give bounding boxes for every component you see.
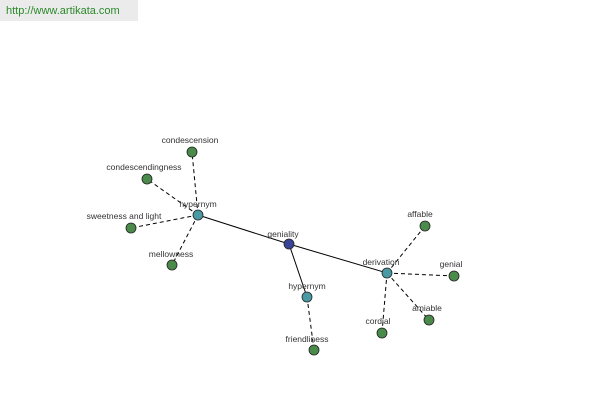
label-cordial: cordial bbox=[365, 316, 390, 326]
edge-derivation-affable bbox=[386, 225, 426, 274]
edge-hypernym-2-friendliness bbox=[306, 296, 315, 351]
label-amiable: amiable bbox=[412, 303, 442, 313]
node-derivation[interactable] bbox=[381, 267, 393, 279]
label-friendliness: friendliness bbox=[286, 334, 329, 344]
node-mellowness[interactable] bbox=[166, 259, 178, 271]
label-genial: genial bbox=[440, 259, 463, 269]
node-hypernym-2[interactable] bbox=[301, 291, 313, 303]
edge-hypernym-1-mellowness bbox=[171, 214, 199, 266]
node-friendliness[interactable] bbox=[308, 344, 320, 356]
label-derivation: derivation bbox=[363, 257, 400, 267]
label-sweetness-and-light: sweetness and light bbox=[87, 211, 162, 221]
edge-hypernym-1-sweetness-and-light bbox=[130, 214, 199, 229]
node-genial[interactable] bbox=[448, 270, 460, 282]
node-affable[interactable] bbox=[419, 220, 431, 232]
edge-geniality-hypernym-2 bbox=[288, 243, 308, 298]
label-affable: affable bbox=[407, 209, 433, 219]
node-condescension[interactable] bbox=[186, 146, 198, 158]
node-condescendingness[interactable] bbox=[141, 173, 153, 185]
node-sweetness-and-light[interactable] bbox=[125, 222, 137, 234]
edge-derivation-cordial bbox=[381, 272, 388, 334]
edge-derivation-genial bbox=[386, 272, 455, 277]
node-amiable[interactable] bbox=[423, 314, 435, 326]
edge-geniality-derivation bbox=[288, 243, 388, 274]
edge-geniality-hypernym-1 bbox=[197, 214, 290, 245]
edge-hypernym-1-condescension bbox=[191, 151, 199, 216]
node-cordial[interactable] bbox=[376, 327, 388, 339]
label-hypernym-1: hypernym bbox=[179, 199, 216, 209]
label-condescension: condescension bbox=[162, 135, 219, 145]
node-hypernym-1[interactable] bbox=[192, 209, 204, 221]
node-geniality[interactable] bbox=[283, 238, 295, 250]
label-hypernym-2: hypernym bbox=[288, 281, 325, 291]
edge-derivation-amiable bbox=[386, 272, 430, 321]
label-condescendingness: condescendingness bbox=[106, 162, 181, 172]
label-mellowness: mellowness bbox=[149, 249, 193, 259]
edge-hypernym-1-condescendingness bbox=[146, 178, 199, 216]
source-url[interactable]: http://www.artikata.com bbox=[0, 0, 138, 21]
label-geniality: geniality bbox=[267, 229, 299, 239]
